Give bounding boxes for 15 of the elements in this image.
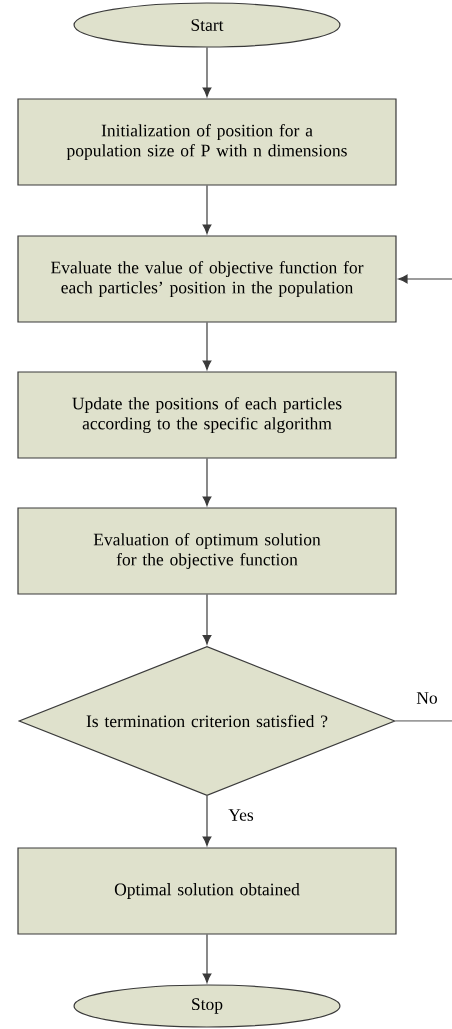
arrow — [202, 322, 212, 370]
arrow — [202, 594, 212, 645]
edge-label: No — [415, 691, 439, 705]
edge-label: Yes — [227, 808, 255, 822]
arrow — [202, 185, 212, 234]
arrow — [202, 934, 212, 983]
arrow — [395, 274, 452, 722]
arrow — [202, 47, 212, 97]
process-box: Update the positions of each particles according to the specific algorithm — [17, 371, 397, 459]
process-box: Optimal solution obtained — [17, 847, 397, 935]
process-box: Evaluation of optimum solution for the objective function — [17, 507, 397, 595]
arrow — [202, 458, 212, 506]
process-box: Initialization of position for a population size of P with n dimensions — [17, 98, 397, 186]
arrow — [202, 795, 212, 846]
process-box: Evaluate the value of objective function for each particles’ position in the population — [17, 235, 397, 323]
